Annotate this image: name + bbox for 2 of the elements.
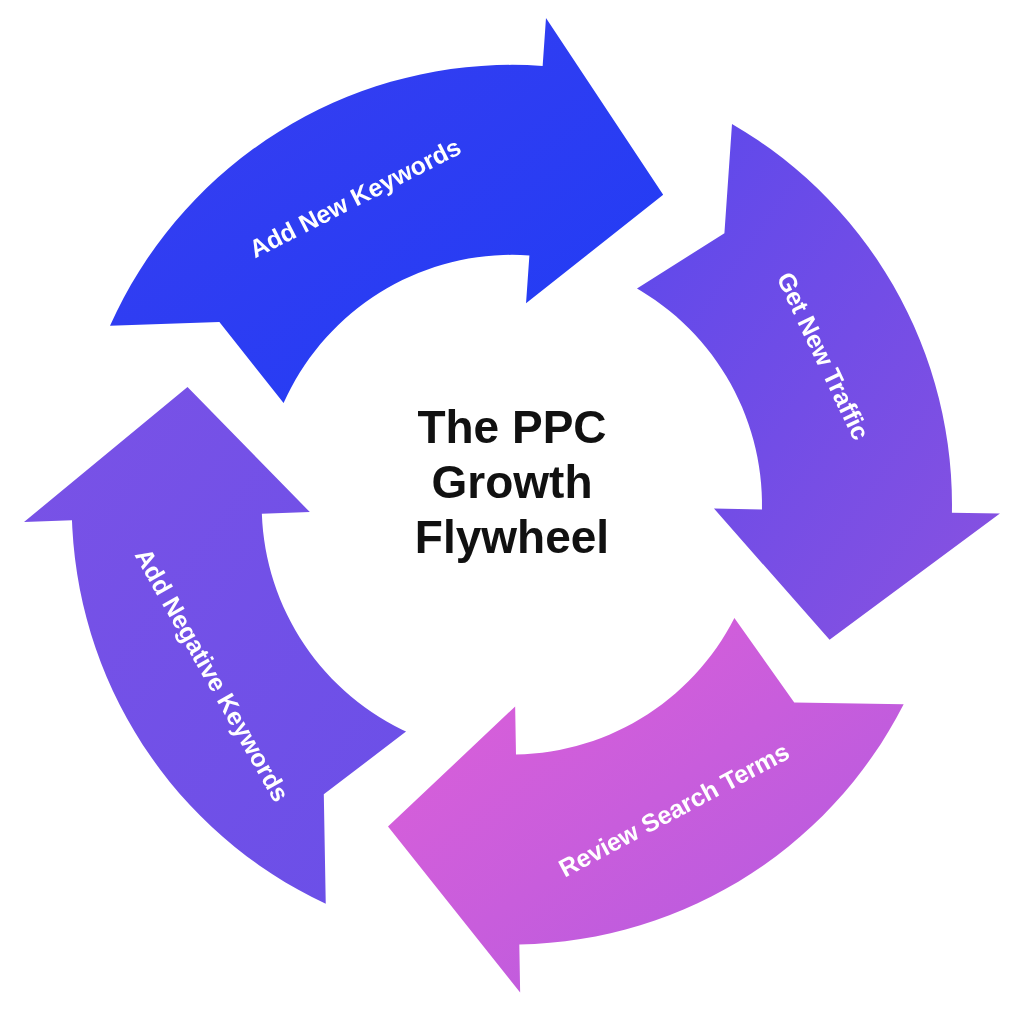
step-label: Get New Traffic	[771, 268, 876, 445]
diagram-title: The PPC Growth Flywheel	[413, 400, 611, 566]
